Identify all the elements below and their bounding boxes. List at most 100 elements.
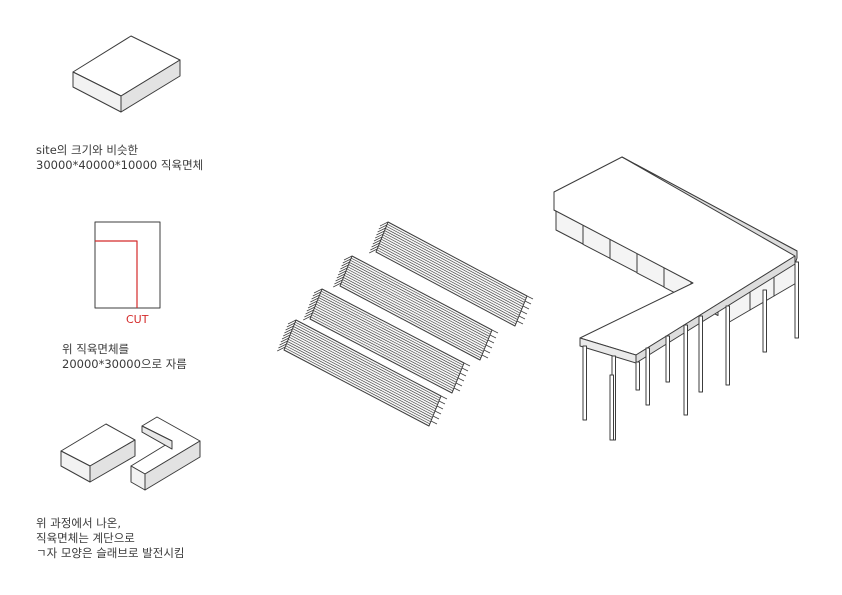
stair-line: [318, 297, 461, 372]
stair-line: [320, 293, 463, 368]
stair-line: [350, 260, 491, 335]
stair-tooth: [438, 400, 446, 405]
stair-line: [287, 341, 433, 418]
stair-end-rib: [285, 325, 294, 331]
stair-end-rib: [279, 340, 288, 346]
stair-line: [295, 321, 441, 399]
stair-end-rib: [377, 227, 386, 233]
stair-tooth: [524, 300, 532, 305]
stair-line: [377, 247, 517, 322]
stair-tooth: [436, 405, 444, 410]
column: [635, 361, 640, 391]
stair-band: [369, 221, 534, 327]
stair-tooth: [461, 367, 469, 372]
stair-line: [289, 334, 436, 412]
stair-tooth: [483, 349, 491, 354]
stair-end-rib: [341, 261, 350, 267]
stair-tooth: [518, 315, 526, 320]
step3-caption-line: 위 과정에서 나온,: [36, 516, 122, 530]
stair-line: [316, 301, 459, 377]
stair-line: [381, 236, 522, 312]
step2-caption: 위 직육면체를 20000*30000으로 자름: [62, 342, 187, 372]
step3-l-shape: [130, 416, 201, 491]
column: [794, 261, 799, 339]
stair-end-rib: [287, 319, 297, 325]
stair-end-rib: [305, 309, 314, 315]
column: [582, 345, 587, 421]
stair-line: [346, 268, 487, 344]
column: [645, 347, 650, 406]
stair-line: [285, 345, 431, 422]
stair-band: [277, 319, 448, 427]
stair-line: [343, 277, 484, 352]
stair-line: [313, 310, 456, 385]
stair-end-rib: [280, 337, 289, 343]
stair-line: [310, 316, 453, 392]
stair-end-rib: [310, 297, 319, 303]
step1-box: [72, 35, 181, 113]
stair-tooth: [491, 329, 499, 334]
stair-tooth: [457, 377, 465, 382]
stair-line: [286, 343, 432, 420]
step1-caption: site의 크기와 비슷한 30000*40000*10000 직육면체: [36, 143, 203, 173]
stair-tooth: [485, 344, 493, 349]
stair-tooth: [453, 387, 461, 392]
step3-caption: 위 과정에서 나온, 직육면체는 계단으로 ㄱ자 모양은 슬래브로 발전시킴: [36, 516, 185, 561]
stair-line: [292, 328, 438, 405]
stair-end-rib: [371, 242, 380, 248]
column: [665, 335, 670, 383]
stair-tooth: [434, 410, 442, 415]
stair-end-rib: [378, 224, 387, 230]
stair-end-rib: [342, 258, 351, 264]
site-plan-rect: [94, 221, 161, 309]
stair-end-rib: [304, 312, 313, 318]
stair-line: [385, 228, 525, 303]
column: [609, 374, 614, 441]
step2-caption-line: 20000*30000으로 자름: [62, 357, 187, 371]
stair-line: [351, 257, 492, 333]
stair-line: [384, 230, 524, 305]
stair-line: [341, 281, 482, 356]
stair-end-rib: [306, 306, 315, 312]
stair-line: [349, 262, 490, 337]
stair-line: [288, 339, 434, 416]
step3-caption-line: ㄱ자 모양은 슬래브로 발전시킴: [36, 546, 185, 560]
stair-line: [290, 332, 436, 410]
column: [725, 305, 730, 386]
stair-line: [345, 272, 486, 348]
stair-line: [382, 234, 522, 310]
stair-end-rib: [333, 282, 342, 288]
stair-tooth: [481, 354, 489, 359]
stair-end-rib: [372, 239, 381, 245]
stair-line: [289, 336, 435, 414]
stair-line: [381, 238, 521, 314]
stair-end-rib: [277, 346, 286, 352]
stair-tooth: [463, 362, 471, 367]
column: [698, 315, 703, 393]
stair-end-rib: [336, 273, 345, 279]
stair-end-rib: [334, 279, 343, 285]
stair-line: [317, 299, 460, 374]
stair-line: [383, 232, 523, 307]
stair-end-rib: [307, 303, 317, 309]
stair-line: [387, 223, 527, 299]
step3-caption-line: 직육면체는 계단으로: [36, 531, 135, 545]
column: [762, 289, 767, 353]
stair-line: [379, 243, 519, 318]
stair-end-rib: [281, 334, 291, 340]
stair-end-rib: [283, 331, 292, 337]
stair-tooth: [455, 382, 463, 387]
slab-edge: [621, 156, 798, 265]
stair-end-rib: [313, 288, 323, 294]
stair-line: [291, 330, 437, 407]
stair-line: [386, 226, 526, 301]
stair-end-rib: [303, 315, 312, 321]
stair-tooth: [489, 334, 497, 339]
stair-line: [380, 241, 520, 316]
stair-band: [303, 288, 471, 394]
stair-line: [284, 347, 430, 425]
stair-line: [319, 295, 462, 370]
stair-end-rib: [312, 291, 321, 297]
stair-line: [348, 264, 489, 339]
